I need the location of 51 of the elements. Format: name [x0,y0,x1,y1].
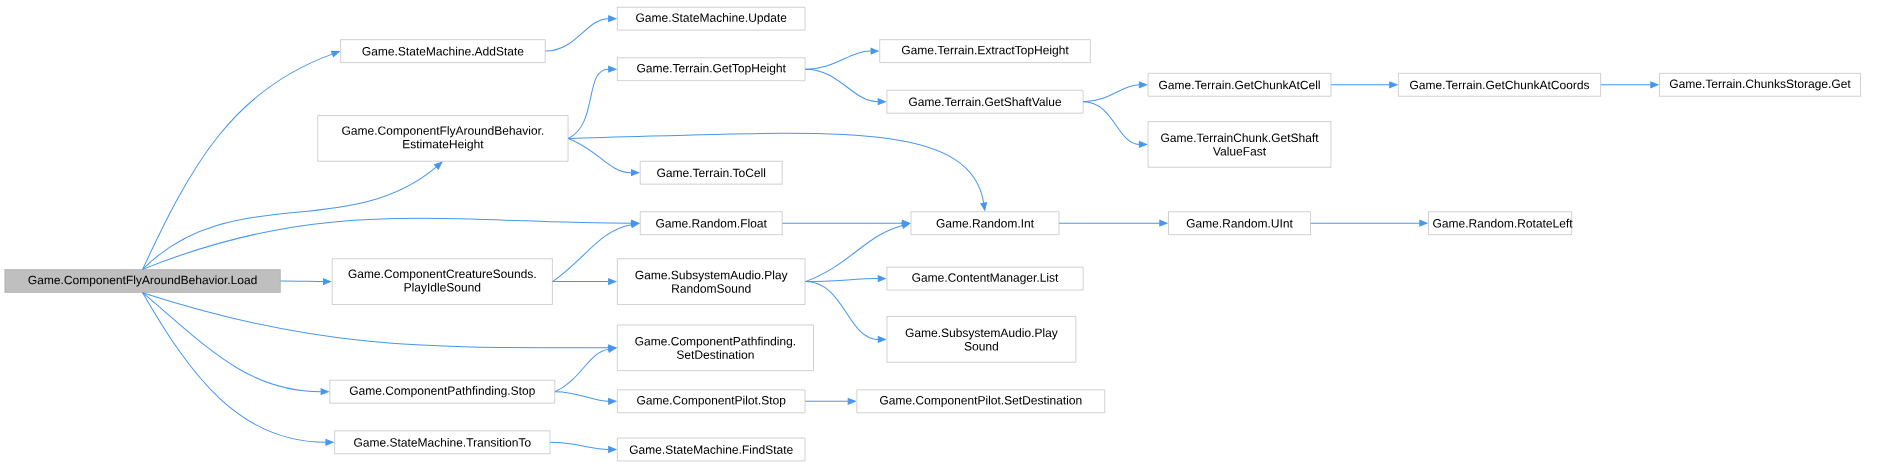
arrow [804,222,910,283]
arrow [1082,101,1147,148]
function-box: Game.ComponentPathfinding. SetDestination [617,324,814,371]
arrow [1310,219,1428,227]
arrow [804,47,879,70]
arrow [280,278,332,285]
function-box: Game.SubsystemAudio.Play RandomSound [617,258,806,305]
arrow [804,281,886,343]
function-box: Game.ComponentCreatureSounds. PlayIdleSound [332,258,553,305]
function-box: Game.ComponentPathfinding.Stop [329,380,555,404]
function-box: Game.Random.Int [910,211,1060,235]
function-box: Game.StateMachine.AddState [340,39,546,63]
function-box: Game.ContentManager.List [886,266,1084,291]
function-box: Game.Terrain.ChunksStorage.Get [1659,73,1861,97]
arrow [567,65,617,139]
arrow [1058,219,1168,227]
arrow [552,278,617,285]
function-box: Game.SubsystemAudio.Play Sound [886,316,1077,363]
arrow [554,391,617,405]
function-box: Game.ComponentFlyAroundBehavior. EstimateHeight [317,115,569,162]
function-box: Game.Random.Float [640,211,783,235]
arrow [1600,81,1659,89]
arrow [142,161,443,270]
function-box: Game.Terrain.ExtractTopHeight [879,39,1091,63]
arrow [567,137,640,177]
arrow [804,68,886,106]
function-box: Game.Terrain.GetShaftValue [886,90,1084,114]
arrow [552,221,640,283]
arrow [549,441,617,453]
arrow [567,132,988,211]
arrow [1330,81,1398,89]
function-box: Game.StateMachine.FindState [617,437,806,462]
function-box: Game.Terrain.ToCell [640,161,783,185]
function-box: Game.Terrain.GetChunkAtCoords [1398,73,1601,97]
function-box: Game.StateMachine.Update [617,7,806,31]
arrow [142,217,640,270]
function-box: Game.Terrain.GetChunkAtCell [1147,73,1332,97]
function-box: Game.Random.RotateLeft [1428,211,1573,235]
function-box: Game.Random.UInt [1168,211,1311,235]
function-box: Game.TerrainChunk.GetShaft ValueFast [1147,121,1332,168]
arrow [554,345,617,393]
arrow [804,397,856,405]
arrow [142,50,340,270]
arrow [142,292,329,396]
arrow [544,15,617,52]
function-box: Game.StateMachine.TransitionTo [334,430,551,454]
function-box: Game.ComponentPilot.Stop [617,389,806,413]
arrow [142,292,334,446]
function-box: Game.ComponentFlyAroundBehavior.Load [4,269,281,293]
function-box: Game.ComponentPilot.SetDestination [856,389,1105,413]
function-box: Game.Terrain.GetTopHeight [617,57,806,81]
